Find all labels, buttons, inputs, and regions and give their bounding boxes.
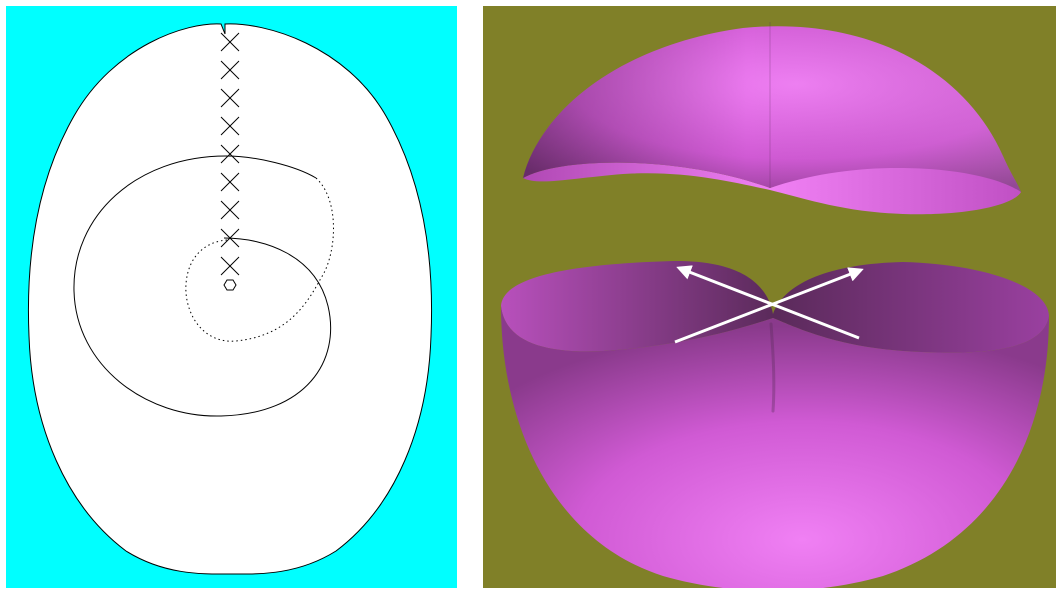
pattern-diagram-panel xyxy=(6,6,457,588)
egg-outline xyxy=(28,24,431,574)
split-sphere-panel xyxy=(483,6,1056,588)
split-sphere-svg xyxy=(483,6,1056,588)
pattern-diagram-svg xyxy=(6,6,457,588)
